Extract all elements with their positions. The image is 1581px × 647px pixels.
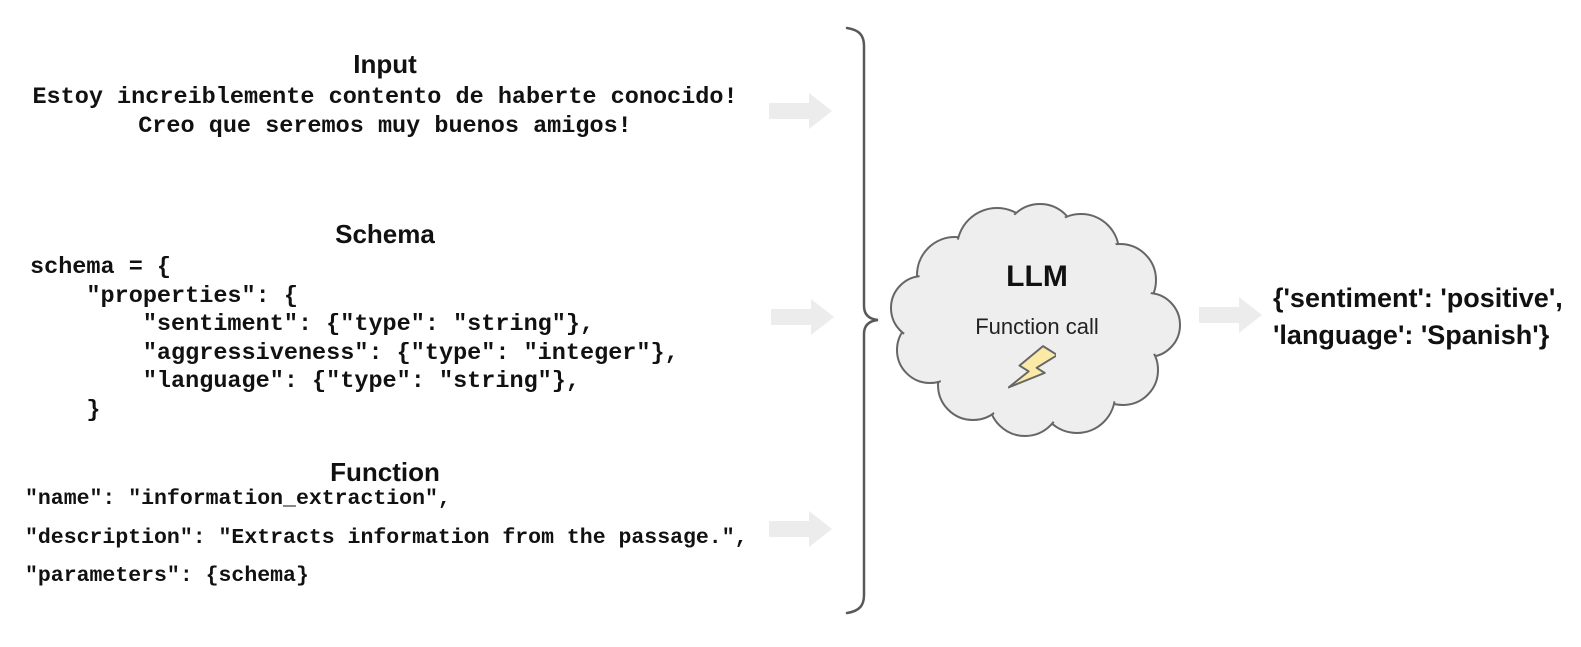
function-arrow-icon [769, 511, 832, 547]
function-code: "name": "information_extraction", "descr… [25, 487, 748, 589]
input-section-title: Input [353, 49, 417, 79]
lightning-bolt-icon [1008, 345, 1056, 389]
curly-brace-icon [845, 26, 879, 615]
output-text: {'sentiment': 'positive', 'language': 'S… [1273, 283, 1563, 350]
llm-title: LLM [1006, 260, 1068, 293]
schema-section-title: Schema [335, 219, 435, 249]
llm-cloud [890, 203, 1181, 437]
output-arrow-icon [1199, 297, 1262, 333]
schema-code: schema = { "properties": { "sentiment": … [30, 254, 679, 424]
schema-arrow-icon [771, 299, 834, 335]
llm-subtitle: Function call [975, 314, 1099, 339]
input-arrow-icon [769, 93, 832, 129]
input-text: Estoy increiblemente contento de haberte… [32, 84, 738, 140]
function-section-title: Function [330, 457, 440, 487]
cloud-outline [890, 203, 1181, 437]
